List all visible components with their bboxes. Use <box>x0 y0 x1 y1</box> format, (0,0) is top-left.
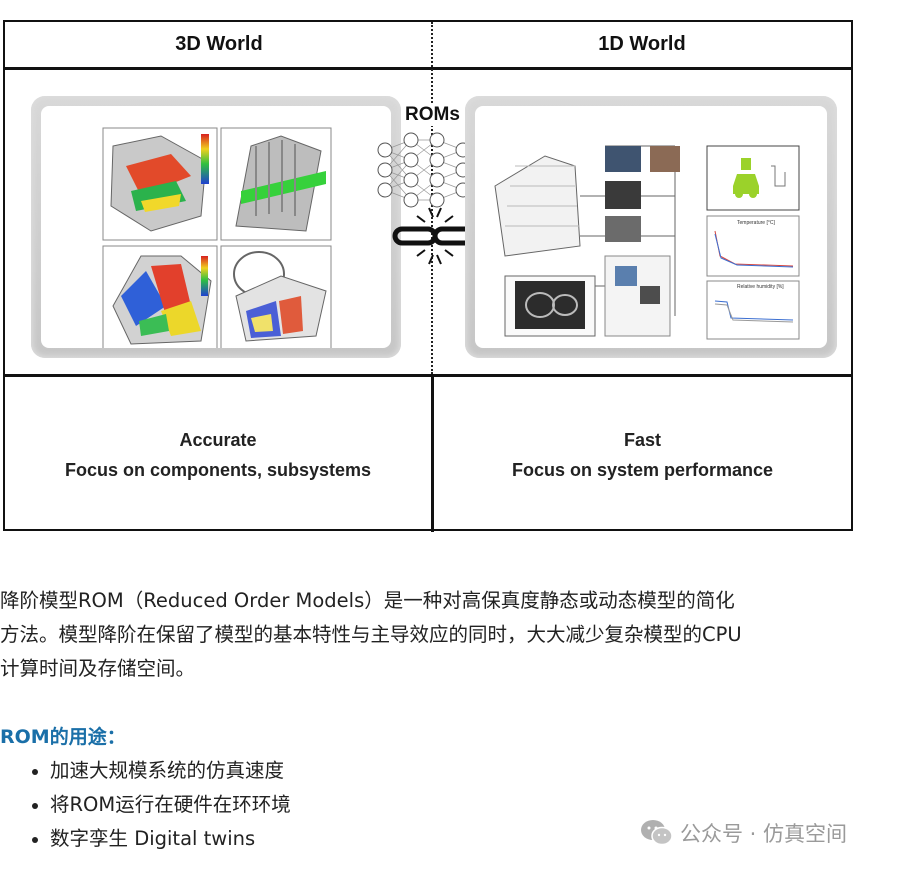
humidity-chart: Relative humidity [%] <box>714 284 794 323</box>
intro-paragraph: 降阶模型ROM（Reduced Order Models）是一种对高保真度静态或… <box>0 584 860 686</box>
rom-figure: 3D World 1D World <box>3 20 853 532</box>
caption-system: Focus on system performance <box>511 460 774 480</box>
caption-fast: Fast <box>623 430 661 450</box>
bottom-left-caption: Accurate Focus on components, subsystems <box>5 425 431 485</box>
list-item: 将ROM运行在硬件在环环境 <box>30 788 291 822</box>
bottom-right-caption: Fast Focus on system performance <box>434 425 851 485</box>
header-1d-world: 1D World <box>598 33 686 55</box>
section-title-rom-uses: ROM的用途： <box>0 726 126 748</box>
cfd-tile-1 <box>102 127 218 241</box>
caption-components: Focus on components, subsystems <box>64 460 372 480</box>
panel-3d-inner <box>41 106 391 351</box>
caption-accurate: Accurate <box>179 430 257 450</box>
paragraph-line-1: 降阶模型ROM（Reduced Order Models）是一种对高保真度静态或… <box>0 589 735 612</box>
list-item: 数字孪生 Digital twins <box>30 822 291 856</box>
rom-uses-list: 加速大规模系统的仿真速度 将ROM运行在硬件在环环境 数字孪生 Digital … <box>30 754 291 856</box>
paragraph-line-2: 方法。模型降阶在保留了模型的基本特性与主导效应的同时，大大减少复杂模型的CPU <box>0 623 742 646</box>
ev-charging-icon <box>725 158 786 199</box>
wechat-icon <box>641 820 673 846</box>
header-3d-world: 3D World <box>175 33 263 55</box>
svg-text:Temperature [°C]: Temperature [°C] <box>737 220 775 226</box>
paragraph-line-3: 计算时间及存储空间。 <box>0 657 196 680</box>
list-item: 加速大规模系统的仿真速度 <box>30 754 291 788</box>
roms-label: ROMs <box>403 104 462 126</box>
panel-1d-inner: Temperature [°C] Relative humidity [%] <box>475 106 827 348</box>
temperature-chart: Temperature [°C] <box>714 220 794 268</box>
cfd-images <box>102 127 332 351</box>
bottom-divider <box>431 377 434 532</box>
cfd-tile-3 <box>102 245 218 351</box>
watermark: 公众号 · 仿真空间 <box>640 818 847 848</box>
watermark-text: 公众号 · 仿真空间 <box>680 822 848 846</box>
figure-header-row: 3D World 1D World <box>5 22 851 70</box>
broken-chain-icon <box>392 207 478 265</box>
system-diagram: Temperature [°C] Relative humidity [%] <box>494 145 800 340</box>
cfd-tile-2 <box>220 127 332 241</box>
panel-1d-system: Temperature [°C] Relative humidity [%] <box>465 96 837 358</box>
figure-bottom-row: Accurate Focus on components, subsystems… <box>5 374 851 532</box>
cfd-tile-4 <box>220 245 332 351</box>
dashboard-photo <box>515 281 585 329</box>
panel-3d-simulations <box>31 96 401 358</box>
svg-text:Relative humidity [%]: Relative humidity [%] <box>737 284 784 290</box>
